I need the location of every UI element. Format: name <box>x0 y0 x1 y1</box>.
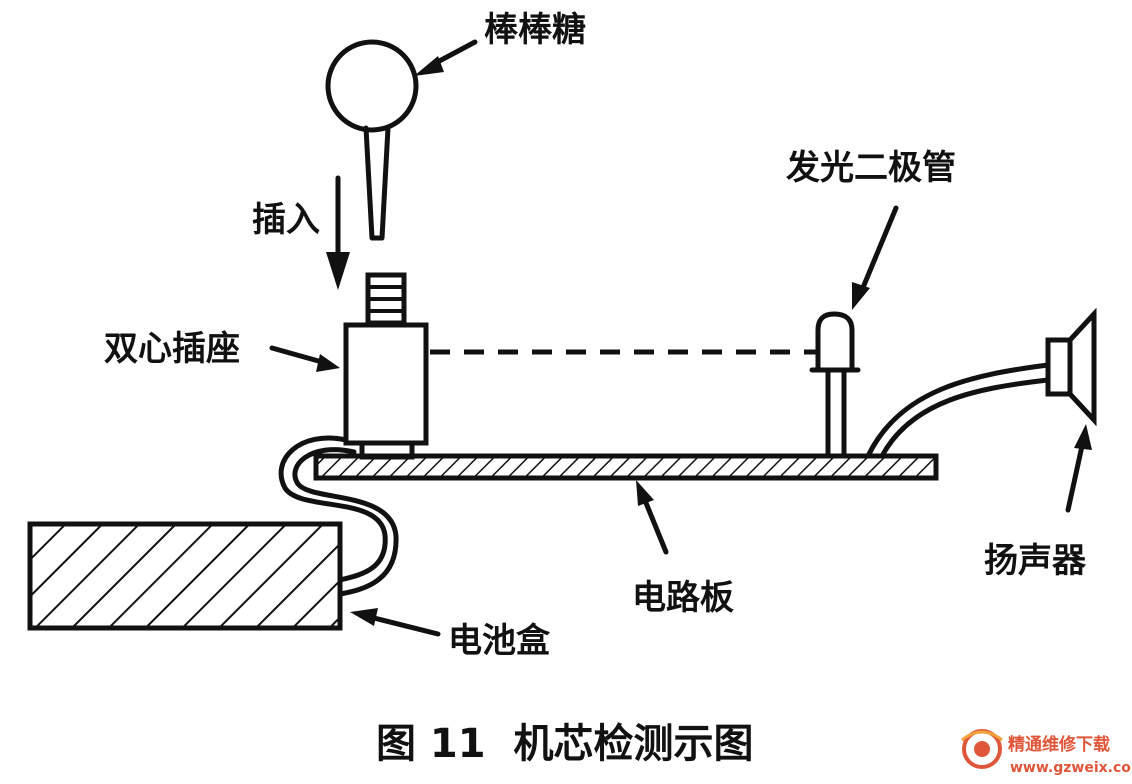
lollipop-pointer <box>414 39 478 76</box>
led-label: 发光二极管 <box>786 148 956 188</box>
speaker-magnet <box>1045 337 1073 397</box>
lollipop-candy <box>325 39 419 133</box>
speaker-wires <box>865 362 1051 459</box>
led-bulb <box>815 311 855 373</box>
speaker <box>1045 307 1097 427</box>
battery-wires <box>278 435 399 597</box>
insert-arrow <box>326 175 350 290</box>
led-pointer <box>852 205 899 310</box>
battery-box-label: 电池盒 <box>448 621 551 661</box>
led <box>809 311 861 459</box>
watermark: 精通维修下载 www.gzweix.com <box>961 729 1132 776</box>
socket-body <box>343 322 429 446</box>
board-pointer <box>636 480 669 555</box>
watermark-url: www.gzweix.com <box>1010 760 1132 776</box>
dual-socket-label: 双心插座 <box>104 329 240 369</box>
figure-caption: 图 11 机芯检测示图 <box>376 721 753 767</box>
battery-pointer <box>350 608 441 637</box>
circuit-board-label: 电路板 <box>632 578 734 618</box>
socket-pointer <box>269 345 340 372</box>
circuit-board <box>313 453 939 481</box>
watermark-logo <box>961 729 1003 769</box>
watermark-name: 精通维修下载 <box>1008 734 1110 755</box>
lollipop-stick <box>363 125 391 241</box>
lollipop <box>325 39 419 241</box>
dual-socket <box>343 272 429 460</box>
battery-box <box>27 521 343 631</box>
speaker-label: 扬声器 <box>984 541 1087 581</box>
lollipop-label: 棒棒糖 <box>484 10 586 50</box>
insert-label: 插入 <box>252 200 320 240</box>
speaker-pointer <box>1065 424 1092 513</box>
speaker-cone <box>1067 307 1097 427</box>
